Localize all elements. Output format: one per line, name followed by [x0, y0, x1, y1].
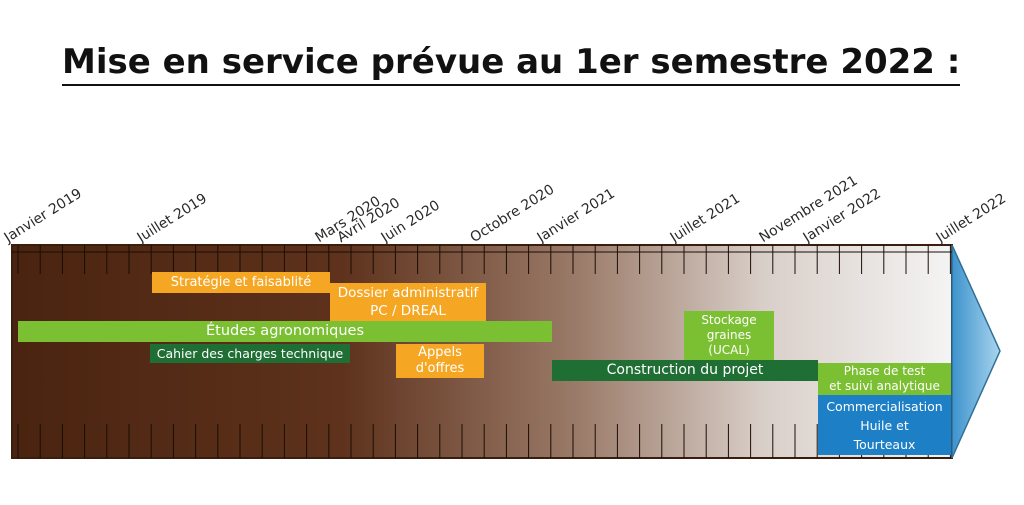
task-cahier-des-charges: Cahier des charges technique — [150, 344, 350, 363]
task-dossier-administratif: Dossier administratif PC / DREAL — [330, 283, 486, 321]
task-phase-de-test: Phase de test et suivi analytique — [818, 363, 951, 395]
task-stockage-graines: Stockage graines (UCAL) — [684, 311, 774, 360]
task-construction-du-projet: Construction du projet — [552, 360, 818, 381]
timeline-ticks — [12, 245, 952, 458]
timeline-arrow-head — [951, 244, 1001, 459]
task-etudes-agronomiques: Études agronomiques — [18, 321, 552, 342]
task-commercialisation: Commercialisation Huile et Tourteaux — [818, 395, 951, 455]
page-title: Mise en service prévue au 1er semestre 2… — [62, 40, 961, 86]
task-appels-d-offres: Appels d'offres — [396, 344, 484, 378]
task-strategie: Stratégie et faisablité — [152, 272, 330, 293]
